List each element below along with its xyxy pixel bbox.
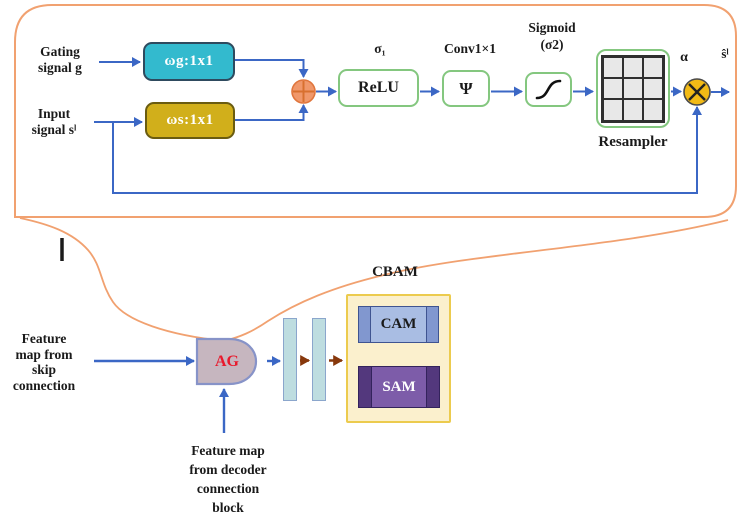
sigmoid-curve-icon — [535, 79, 562, 100]
cam-box: CAM — [358, 306, 439, 343]
ws-conv-box: ωs:1x1 — [145, 102, 235, 139]
sigmoid-label-line1: Sigmoid — [528, 20, 576, 35]
input-signal-label: Input signal sˡ — [6, 106, 102, 138]
ag-gate-shape — [195, 337, 257, 386]
psi-box: Ψ — [442, 70, 490, 107]
conv1x1-label: Conv1×1 — [444, 41, 496, 56]
skip-connection-label: Feature map from skip connection — [0, 331, 88, 393]
add-icon — [291, 79, 316, 104]
sigmoid-label: Sigmoid (σ2) — [520, 19, 584, 53]
wg-conv-box: ωg:1x1 — [143, 42, 235, 81]
wire-feedback-input-to-multiply — [112, 106, 702, 194]
skip-connection-label-line1: Feature — [21, 331, 67, 346]
decoder-connection-label-line2: from decoder — [189, 462, 267, 477]
feature-map-bar-1 — [283, 318, 297, 401]
gating-signal-label: Gating signal g — [12, 44, 108, 76]
sam-box: SAM — [358, 366, 440, 408]
alpha-label: α — [680, 50, 688, 65]
cam-left-tab — [359, 307, 371, 342]
skip-connection-label-line2: map from — [15, 346, 73, 362]
decoder-connection-label-line3: connection — [196, 481, 260, 496]
cbam-title: CBAM — [372, 264, 418, 280]
feature-map-bar-2 — [312, 318, 326, 401]
sam-label: SAM — [372, 367, 426, 407]
resampler-label: Resampler — [598, 134, 668, 150]
multiply-icon — [683, 78, 711, 106]
callout-tail-right — [223, 219, 729, 342]
resampler-grid-icon — [601, 54, 665, 123]
sam-right-tab — [426, 367, 439, 407]
cam-right-tab — [426, 307, 438, 342]
wire-ws-to-add — [235, 104, 309, 121]
sam-left-tab — [359, 367, 372, 407]
decoder-connection-label-line4: block — [212, 500, 244, 515]
input-signal-label-line1: Input — [37, 106, 71, 121]
gating-signal-label-line1: Gating — [40, 44, 80, 59]
decoder-connection-label-line1: Feature map — [191, 443, 265, 458]
relu-box: ReLU — [338, 69, 419, 107]
output-signal-label: ŝˡ — [721, 46, 729, 61]
cam-label: CAM — [371, 307, 426, 342]
input-signal-label-line2: signal sˡ — [31, 122, 77, 137]
decoder-connection-label: Feature map from decoder connection bloc… — [172, 441, 284, 517]
sigma1-label: σ₁ — [374, 41, 386, 56]
sigmoid-label-line2: (σ2) — [540, 37, 564, 52]
sigmoid-box — [525, 72, 572, 107]
ag-block-label: AG — [215, 352, 239, 370]
wire-wg-to-add — [235, 59, 309, 78]
skip-connection-label-line4: connection — [12, 377, 76, 393]
callout-tail-left — [19, 217, 225, 342]
skip-connection-label-line3: skip — [31, 362, 57, 377]
gating-signal-label-line2: signal g — [38, 60, 82, 75]
resampler-box — [596, 49, 670, 128]
